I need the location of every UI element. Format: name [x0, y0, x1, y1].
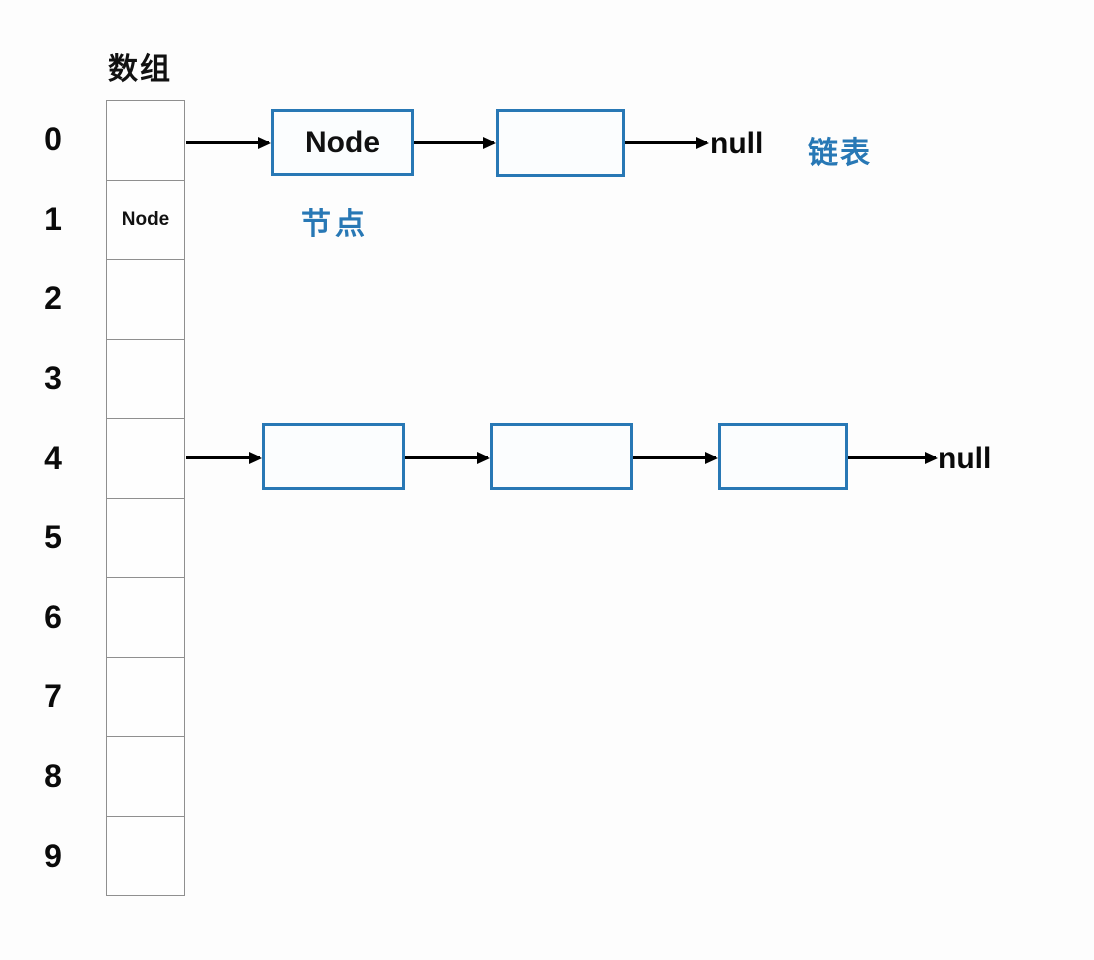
array-index-label: 6: [44, 598, 62, 635]
array-index-label: 0: [44, 121, 62, 158]
arrow-right-icon: [625, 141, 707, 144]
linked-list-annotation: 链表: [808, 137, 872, 170]
array-cell: [107, 101, 184, 181]
array-column: Node: [106, 100, 185, 896]
arrow-right-icon: [186, 456, 260, 459]
node-annotation: 节点: [301, 208, 369, 241]
node-box: Node: [271, 109, 414, 176]
null-label: null: [938, 442, 992, 475]
array-cell: Node: [107, 181, 184, 260]
array-title: 数组: [108, 53, 172, 86]
array-index-label: 8: [44, 758, 62, 795]
array-cell: [107, 658, 184, 737]
array-index-label: 2: [44, 280, 62, 317]
array-index-label: 1: [44, 200, 62, 237]
arrow-right-icon: [633, 456, 716, 459]
array-index-label: 3: [44, 360, 62, 397]
arrow-right-icon: [848, 456, 936, 459]
node-box: [718, 423, 848, 490]
null-label: null: [710, 127, 764, 160]
array-cell: [107, 578, 184, 658]
array-cell: [107, 419, 184, 499]
arrow-right-icon: [414, 141, 494, 144]
node-box: [496, 109, 625, 177]
node-box: [262, 423, 405, 490]
array-cell: [107, 817, 184, 896]
array-index-label: 5: [44, 519, 62, 556]
array-index-label: 7: [44, 678, 62, 715]
array-index-label: 9: [44, 837, 62, 874]
node-box: [490, 423, 633, 490]
array-index-column: 0 1 2 3 4 5 6 7 8 9: [30, 100, 76, 896]
array-cell: [107, 499, 184, 578]
array-cell: [107, 737, 184, 817]
arrow-right-icon: [186, 141, 269, 144]
arrow-right-icon: [405, 456, 488, 459]
array-cell: [107, 260, 184, 340]
array-index-label: 4: [44, 439, 62, 476]
array-cell: [107, 340, 184, 419]
